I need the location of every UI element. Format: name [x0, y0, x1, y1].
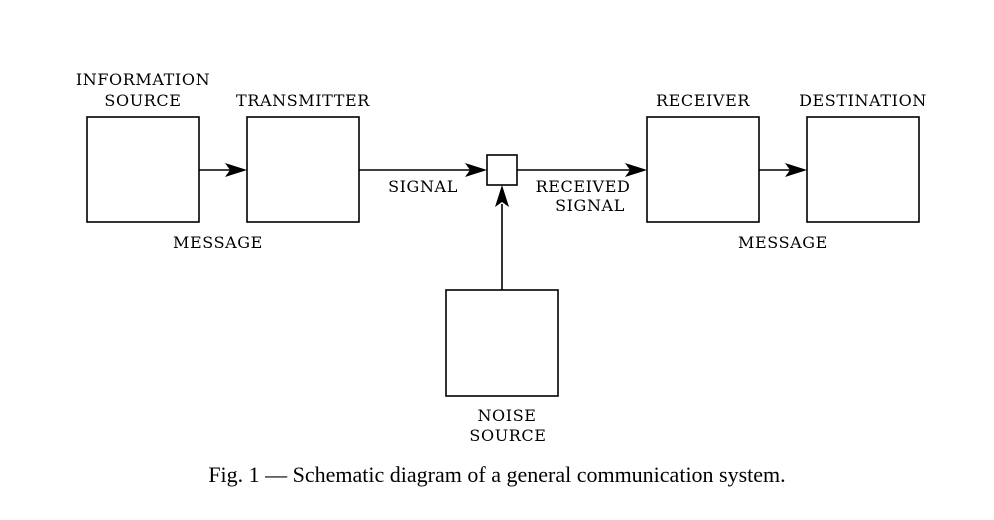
signal-label: SIGNAL — [388, 177, 458, 196]
received-signal-label-line2: SIGNAL — [555, 196, 625, 215]
arrowhead-from-noise — [495, 185, 509, 207]
mixer-node — [486, 154, 518, 186]
figure-caption: Fig. 1 — Schematic diagram of a general … — [208, 462, 785, 487]
arrowhead-to-transmitter — [225, 163, 247, 177]
received-signal-label-line1: RECEIVED — [536, 177, 631, 196]
information-source-label-line2: SOURCE — [104, 91, 181, 110]
noise-source-label-line1: NOISE — [477, 406, 536, 425]
arrowhead-to-destination — [785, 163, 807, 177]
receiver-box — [646, 116, 760, 223]
transmitter-label: TRANSMITTER — [236, 91, 370, 110]
message-label-left: MESSAGE — [173, 233, 263, 252]
destination-box — [806, 116, 920, 223]
receiver-label: RECEIVER — [656, 91, 750, 110]
destination-label: DESTINATION — [799, 91, 927, 110]
arrowhead-to-mixer — [465, 163, 487, 177]
noise-source-label-line2: SOURCE — [469, 426, 546, 445]
transmitter-box — [246, 116, 360, 223]
message-label-right: MESSAGE — [738, 233, 828, 252]
arrowhead-to-receiver — [625, 163, 647, 177]
noise-source-box — [445, 289, 559, 397]
information-source-label-line1: INFORMATION — [76, 70, 210, 89]
information-source-box — [86, 116, 200, 223]
